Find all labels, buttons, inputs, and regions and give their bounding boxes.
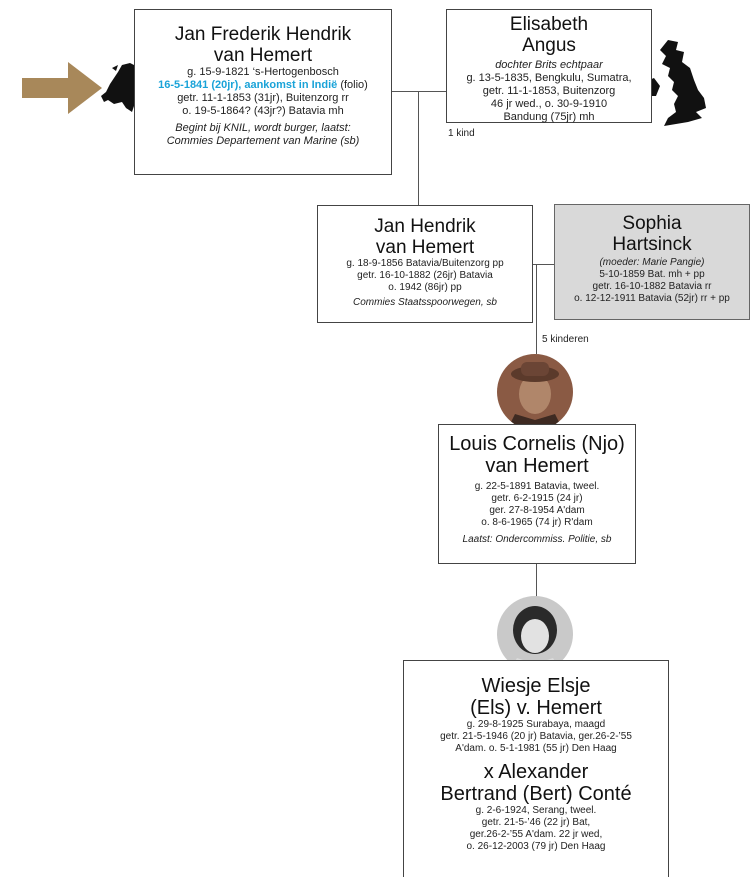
marriage-info: getr. 11-1-1853 (31jr), Buitenzorg rr bbox=[177, 92, 349, 104]
descent-connector-3 bbox=[536, 564, 537, 598]
career-note: Commies Staatsspoorwegen, sb bbox=[353, 297, 497, 308]
arrival-suffix: (folio) bbox=[337, 79, 368, 91]
person-card-louis: Louis Cornelis (Njo) van Hemert g. 22-5-… bbox=[438, 424, 636, 564]
person-surname: van Hemert bbox=[375, 237, 475, 258]
spouse-divorce-info: ger.26-2-’55 A'dam. 22 jr wed, bbox=[469, 829, 603, 840]
spouse-birth-info: g. 2-6-1924, Serang, tweel. bbox=[475, 805, 597, 816]
marriage-info: getr. 16-10-1882 Batavia rr bbox=[592, 281, 712, 292]
widow-info: 46 jr wed., o. 30-9-1910 bbox=[490, 98, 608, 110]
career-note: Laatst: Ondercommiss. Politie, sb bbox=[462, 534, 612, 545]
birth-info: g. 15-9-1821 ‘s-Hertogenbosch bbox=[187, 66, 339, 78]
subtitle: dochter Brits echtpaar bbox=[495, 59, 603, 71]
person-card-jan-frederik: Jan Frederik Hendrik van Hemert g. 15-9-… bbox=[134, 9, 392, 175]
children-count: 1 kind bbox=[448, 128, 475, 139]
career-note-1: Begint bij KNIL, wordt burger, laatst: bbox=[175, 122, 351, 134]
career-note-2: Commies Departement van Marine (sb) bbox=[166, 135, 360, 147]
birth-info: 5-10-1859 Bat. mh + pp bbox=[599, 269, 705, 280]
arrow-right-icon bbox=[22, 62, 102, 114]
arrival-info: 16-5-1841 (20jr), aankomst in Indië (fol… bbox=[135, 79, 391, 92]
person-name: Jan Hendrik bbox=[374, 216, 476, 237]
spouse-death-info: o. 26-12-2003 (79 jr) Den Haag bbox=[466, 841, 606, 852]
subtitle: (moeder: Marie Pangie) bbox=[599, 257, 705, 268]
arrival-highlight: 16-5-1841 (20jr), aankomst in Indië bbox=[158, 79, 338, 91]
portrait-photo-louis bbox=[497, 354, 573, 430]
spouse-name: x Alexander bbox=[483, 761, 589, 783]
birth-info: g. 13-5-1835, Bengkulu, Sumatra, bbox=[466, 72, 632, 84]
netherlands-map-icon bbox=[101, 63, 144, 112]
person-name: Jan Frederik Hendrik bbox=[174, 24, 352, 45]
death-info: o. 12-12-1911 Batavia (52jr) rr + pp bbox=[574, 293, 730, 304]
person-card-sophia: Sophia Hartsinck (moeder: Marie Pangie) … bbox=[554, 204, 750, 320]
death-info: o. 8-6-1965 (74 jr) R'dam bbox=[481, 517, 593, 528]
birth-info: g. 22-5-1891 Batavia, tweel. bbox=[474, 481, 600, 492]
marriage-connector-2 bbox=[533, 264, 554, 265]
person-name: Sophia bbox=[622, 213, 682, 234]
death-info: Bandung (75jr) mh bbox=[503, 111, 595, 123]
person-card-jan-hendrik: Jan Hendrik van Hemert g. 18-9-1856 Bata… bbox=[317, 205, 533, 323]
portrait-photo-els bbox=[497, 596, 573, 672]
person-surname: van Hemert bbox=[485, 455, 589, 477]
person-surname: (Els) v. Hemert bbox=[470, 697, 602, 719]
death-info: o. 1942 (86jr) pp bbox=[388, 282, 462, 293]
death-info: o. 19-5-1864? (43jr?) Batavia mh bbox=[182, 105, 344, 117]
person-surname: Angus bbox=[522, 35, 576, 56]
person-name: Louis Cornelis (Njo) bbox=[449, 433, 625, 455]
marriage-info: getr. 16-10-1882 (26jr) Batavia bbox=[357, 270, 493, 281]
divorce-info: ger. 27-8-1954 A'dam bbox=[489, 505, 585, 516]
birth-info: g. 18-9-1856 Batavia/Buitenzorg pp bbox=[346, 258, 504, 269]
person-name: Wiesje Elsje bbox=[481, 675, 591, 697]
spouse-fullname: Bertrand (Bert) Conté bbox=[440, 783, 632, 805]
marriage-info: getr. 11-1-1853, Buitenzorg bbox=[482, 85, 616, 97]
death-info: A'dam. o. 5-1-1981 (55 jr) Den Haag bbox=[455, 743, 617, 754]
marriage-connector-1 bbox=[392, 91, 446, 92]
birth-info: g. 29-8-1925 Surabaya, maagd bbox=[466, 719, 606, 730]
person-surname: van Hemert bbox=[213, 45, 313, 66]
person-surname: Hartsinck bbox=[612, 234, 692, 255]
spouse-marriage-info: getr. 21-5-’46 (22 jr) Bat, bbox=[481, 817, 591, 828]
marriage-info: getr. 6-2-1915 (24 jr) bbox=[491, 493, 583, 504]
descent-connector-1 bbox=[418, 91, 419, 205]
person-name: Elisabeth bbox=[509, 14, 589, 35]
person-card-els: Wiesje Elsje (Els) v. Hemert g. 29-8-192… bbox=[403, 660, 669, 877]
children-count: 5 kinderen bbox=[542, 334, 589, 345]
marriage-info: getr. 21-5-1946 (20 jr) Batavia, ger.26-… bbox=[440, 731, 632, 742]
descent-connector-2 bbox=[536, 264, 537, 354]
person-card-elisabeth: Elisabeth Angus dochter Brits echtpaar g… bbox=[446, 9, 652, 123]
